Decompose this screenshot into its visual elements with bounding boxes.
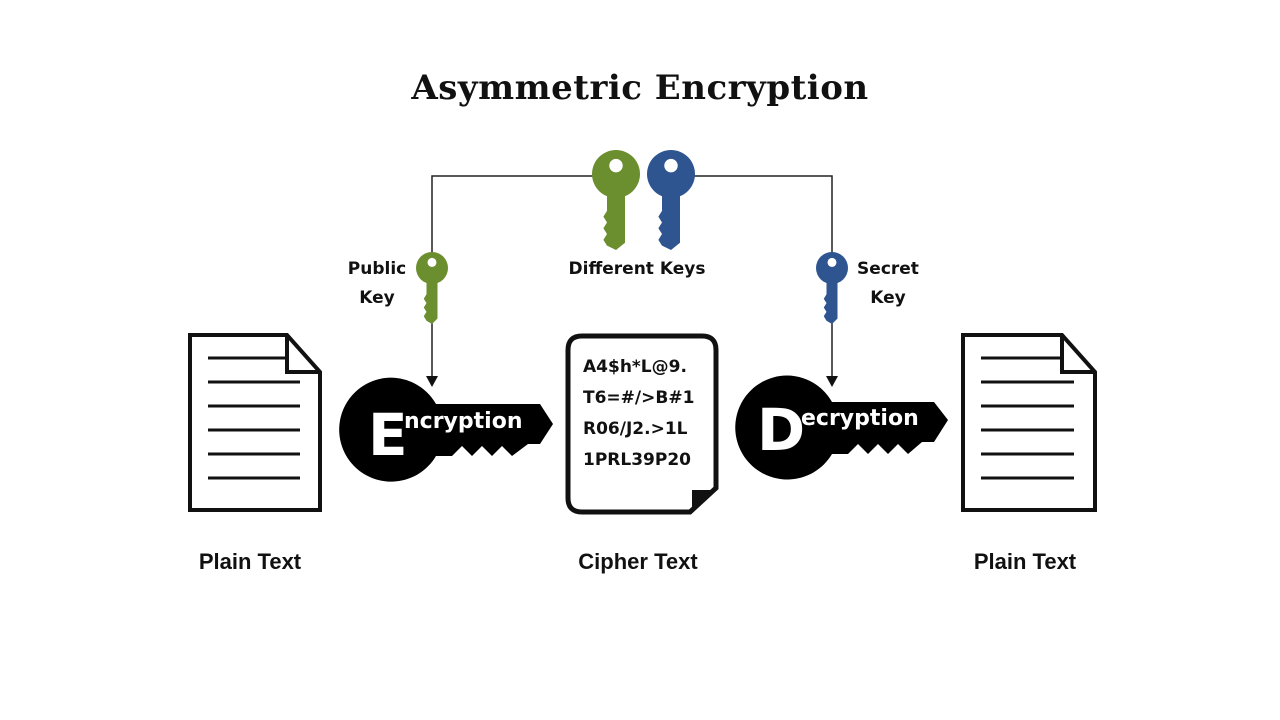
cipher-text-content: A4$h*L@9. T6=#/>B#1 R06/J2.>1L 1PRL39P20 [583, 352, 694, 476]
green-key-icon [592, 150, 640, 250]
secret-key-label-line2: Key [870, 288, 906, 308]
key-bow [816, 252, 848, 284]
key-hole [609, 158, 623, 173]
key-bow [647, 150, 695, 198]
decryption-label: ecryption [801, 406, 919, 431]
key-shaft [423, 280, 438, 324]
key-hole [427, 257, 437, 267]
plain-text-document-left-icon [188, 333, 322, 512]
key-shaft [823, 280, 838, 324]
public-key-label: Public Key [336, 255, 418, 313]
caption-plain-text-right: Plain Text [973, 549, 1077, 574]
key-shaft [603, 192, 625, 250]
decryption-initial: D [757, 396, 805, 464]
secret-key-icon [816, 252, 848, 324]
caption-cipher-text: Cipher Text [578, 549, 698, 574]
cipher-line: A4$h*L@9. [583, 357, 687, 377]
cipher-text-document-icon [565, 333, 719, 515]
different-keys-label: Different Keys [568, 259, 706, 279]
encryption-key-icon: E ncryption [339, 377, 553, 482]
diagram-title: Asymmetric Encryption [411, 68, 869, 108]
arrowhead-secret [826, 376, 838, 387]
encryption-label: ncryption [404, 409, 522, 434]
cipher-line: R06/J2.>1L [583, 419, 688, 439]
public-key-label-line1: Public [347, 259, 407, 279]
key-bow [592, 150, 640, 198]
cipher-line: T6=#/>B#1 [583, 388, 695, 408]
caption-plain-text-left: Plain Text [198, 549, 302, 574]
arrowhead-public [426, 376, 438, 387]
public-key-icon [416, 252, 448, 324]
public-key-label-line2: Key [359, 288, 395, 308]
key-bow [416, 252, 448, 284]
blue-key-icon [647, 150, 695, 250]
cipher-line: 1PRL39P20 [583, 450, 691, 470]
plain-text-document-right-icon [961, 333, 1097, 512]
key-hole [827, 257, 837, 267]
key-hole [664, 158, 678, 173]
encryption-initial: E [368, 401, 408, 469]
secret-key-label-line1: Secret [857, 259, 919, 279]
decryption-key-icon: D ecryption [735, 375, 948, 480]
key-shaft [658, 192, 680, 250]
secret-key-label: Secret Key [846, 255, 930, 313]
